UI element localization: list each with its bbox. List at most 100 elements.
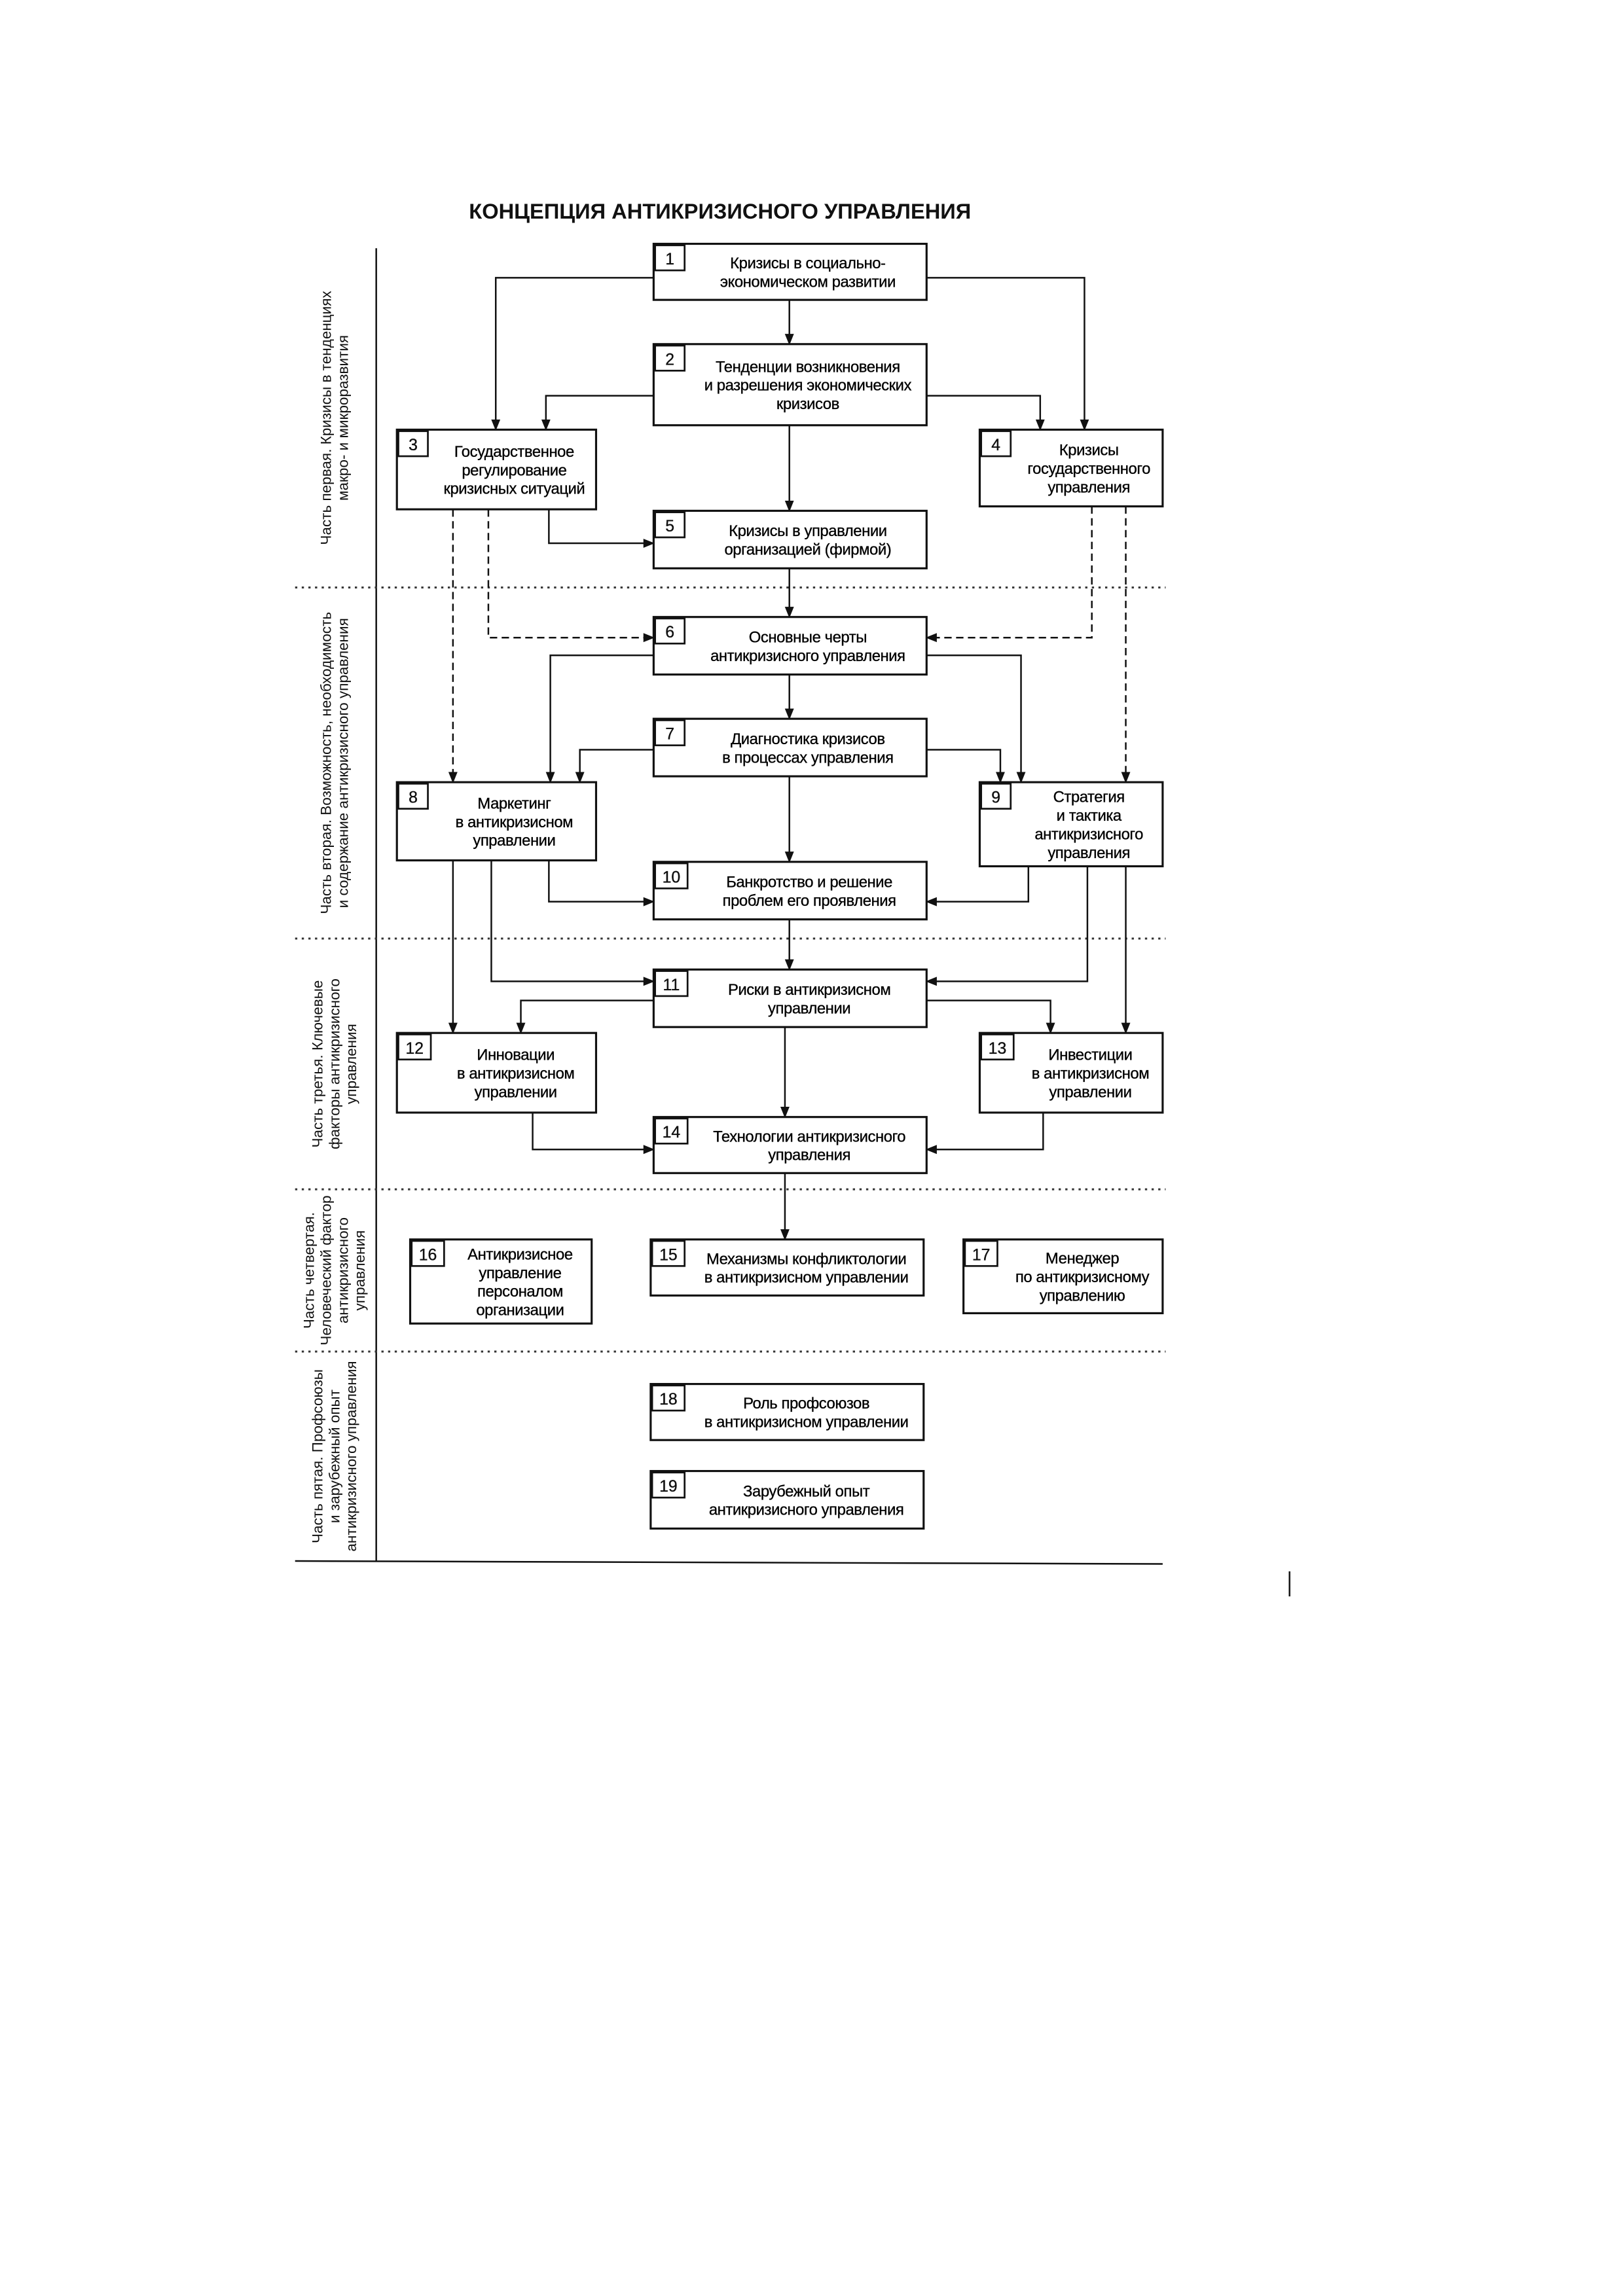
connector-arrow [548,860,655,906]
box-number: 4 [991,437,1000,454]
box-text-line: Кризисы [1059,442,1119,459]
section-label-line: Человеческий фактор [318,1195,334,1345]
box-text-line: Инновации [477,1047,555,1064]
box-text-line: в антикризисном управлении [704,1414,909,1431]
box-text-line: Инвестиции [1048,1047,1132,1064]
box-number: 19 [659,1478,678,1496]
bottom-rule [295,1560,1163,1565]
box-number: 17 [972,1246,991,1264]
box-text-line: Тенденции возникновения [716,358,900,376]
box-number-frame [651,1384,686,1412]
box-number: 13 [989,1040,1007,1058]
box-text-line: антикризисного [1034,826,1143,844]
box-text-line: управлению [1040,1287,1125,1304]
connector-arrow [926,749,1005,783]
box-number: 16 [419,1246,437,1264]
section-label-line: Часть третья. Ключевые [309,980,325,1148]
connector-arrow [575,749,654,783]
section-label-line: антикризисного управления [343,1361,359,1551]
box-text-line: по антикризисному [1015,1268,1150,1286]
section-label-line: антикризисного [335,1217,351,1323]
box-text-line: Менеджер [1046,1250,1119,1268]
box-number: 7 [665,726,674,744]
section-label-line: и содержание антикризисного управления [335,618,351,908]
connector-arrow [925,866,1030,906]
connector-arrow [926,277,1089,431]
box-text-line: Диагностика кризисов [731,730,885,748]
connector-arrows [448,277,1131,1241]
box-text-line: Технологии антикризисного [713,1128,905,1145]
box-text-line: Зарубежный опыт [743,1482,870,1500]
box-text-line: экономическом развитии [720,274,896,291]
box-number-frame [651,1471,686,1499]
box-number-frame [654,719,686,747]
box-number: 11 [663,977,680,994]
box-text-line: регулирование [462,461,566,479]
box-number-frame [980,1033,1015,1061]
box-frame [652,242,928,301]
box-text-line: персоналом [477,1283,563,1300]
dashed-connector-arrow [925,506,1093,643]
box-text-line: антикризисного управления [709,1501,904,1519]
box-text-line: в антикризисном [456,814,573,831]
connector-arrow [490,860,655,986]
box-number-frame [654,862,689,889]
box-number: 5 [665,518,674,535]
section-label-line: Часть первая. Кризисы в тенденциях [318,291,334,545]
connector-arrow [925,1112,1044,1155]
box-frame [652,968,928,1028]
box-number: 3 [409,437,418,454]
box-number: 15 [659,1246,678,1264]
box-number-frame [397,1033,432,1061]
box-text-line: Государственное [454,443,574,461]
box-number: 2 [665,351,674,368]
box-text-line: Кризисы в социально- [730,255,885,272]
box-number-frame [397,430,429,457]
box-number-frame [654,244,686,272]
box-number: 9 [991,789,1000,807]
box-text-line: проблем его проявления [723,892,896,910]
box-frame [652,509,928,569]
box-number-frame [397,782,429,810]
box-text-line: и тактика [1057,807,1122,825]
box-text-line: организацией (фирмой) [724,541,891,559]
connector-arrow [516,999,654,1034]
connector-arrow [545,655,654,783]
box-text-line: в антикризисном управлении [704,1269,909,1287]
box-text-line: организации [476,1302,564,1319]
section-label-line: и зарубежный опыт [326,1390,342,1523]
box-text-line: управление [479,1265,561,1282]
box-number-frame [654,970,689,997]
connector-arrow [926,999,1055,1034]
box-number-frame [410,1240,445,1267]
section-label-line: управления [343,1024,359,1104]
box-text-line: и разрешения экономических [704,377,912,395]
section-label-line: факторы антикризисного [326,978,342,1149]
section-label-line: Часть пятая. Профсоюзы [309,1369,325,1543]
box-number: 12 [405,1040,424,1058]
section-label-line: управления [352,1230,368,1311]
box-text-line: Банкротство и решение [726,874,892,891]
box-text-line: Маркетинг [477,795,551,812]
box-text-line: в антикризисном [1032,1065,1149,1083]
connector-arrow [926,655,1026,783]
box-text-line: кризисных ситуаций [443,480,585,498]
dashed-connector-arrow [487,509,655,643]
box-text-line: кризисов [776,395,839,413]
box-frame [652,861,928,921]
